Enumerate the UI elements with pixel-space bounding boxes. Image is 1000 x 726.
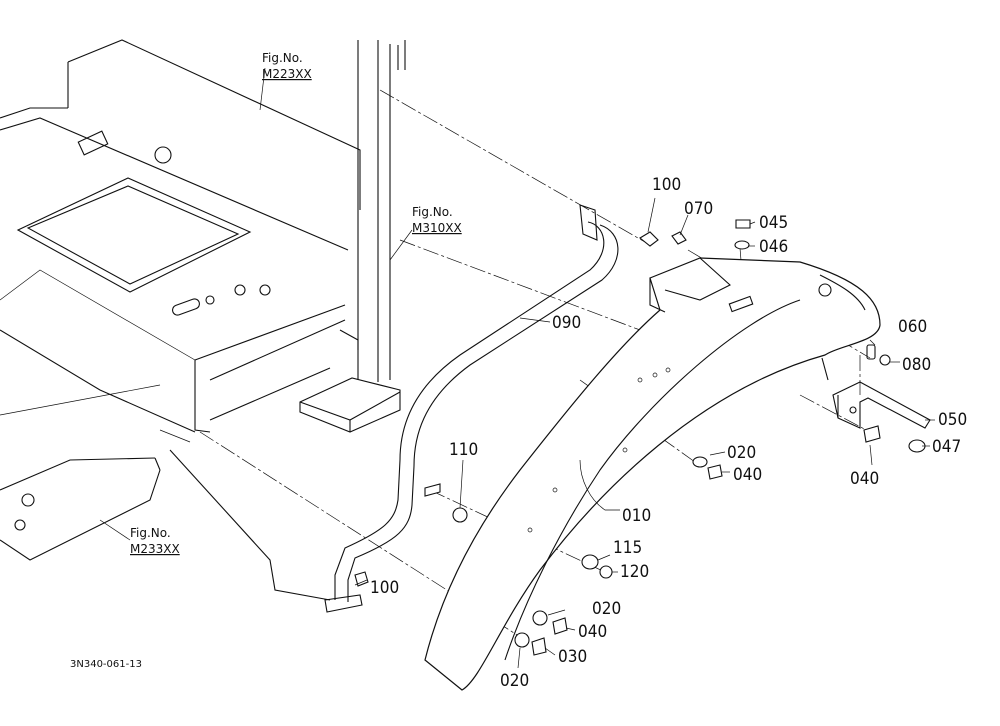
bracket — [832, 344, 931, 429]
part-label-020: 020 — [592, 599, 621, 619]
vertical-post — [299, 40, 406, 433]
leader-lines — [99, 67, 935, 669]
part-labels: 100 070 045 046 090 060 080 050 040 047 … — [370, 175, 967, 691]
part-label-100: 100 — [370, 578, 399, 598]
part-label-070: 070 — [684, 199, 713, 219]
document-code: 3N340-061-13 — [70, 659, 142, 670]
part-label-090: 090 — [552, 313, 581, 333]
fender — [424, 257, 881, 691]
chassis-frame — [0, 39, 361, 601]
figure-ref-m223[interactable]: Fig.No. M223XX — [262, 51, 312, 81]
figure-ref-label: Fig.No. — [262, 51, 303, 65]
figure-ref-label: Fig.No. — [130, 526, 171, 540]
handrail-pipe — [324, 204, 619, 613]
part-label-115: 115 — [613, 538, 642, 558]
fasteners — [354, 219, 926, 656]
part-label-010: 010 — [622, 506, 651, 526]
part-label-045: 045 — [759, 213, 788, 233]
part-label-100: 100 — [652, 175, 681, 195]
part-label-020: 020 — [500, 671, 529, 691]
part-label-110: 110 — [449, 440, 478, 460]
figure-ref-code: M310XX — [412, 221, 462, 235]
figure-ref-m233[interactable]: Fig.No. M233XX — [130, 526, 180, 556]
part-label-020: 020 — [727, 443, 756, 463]
part-label-050: 050 — [938, 410, 967, 430]
part-label-030: 030 — [558, 647, 587, 667]
part-label-080: 080 — [902, 355, 931, 375]
part-label-047: 047 — [932, 437, 961, 457]
part-label-120: 120 — [620, 562, 649, 582]
figure-ref-m310[interactable]: Fig.No. M310XX — [412, 205, 462, 235]
figure-ref-code: M233XX — [130, 542, 180, 556]
figure-ref-code: M223XX — [262, 67, 312, 81]
part-label-046: 046 — [759, 237, 788, 257]
part-label-040: 040 — [850, 469, 879, 489]
part-label-060: 060 — [898, 317, 927, 337]
part-label-040: 040 — [578, 622, 607, 642]
figure-ref-label: Fig.No. — [412, 205, 453, 219]
part-label-040: 040 — [733, 465, 762, 485]
